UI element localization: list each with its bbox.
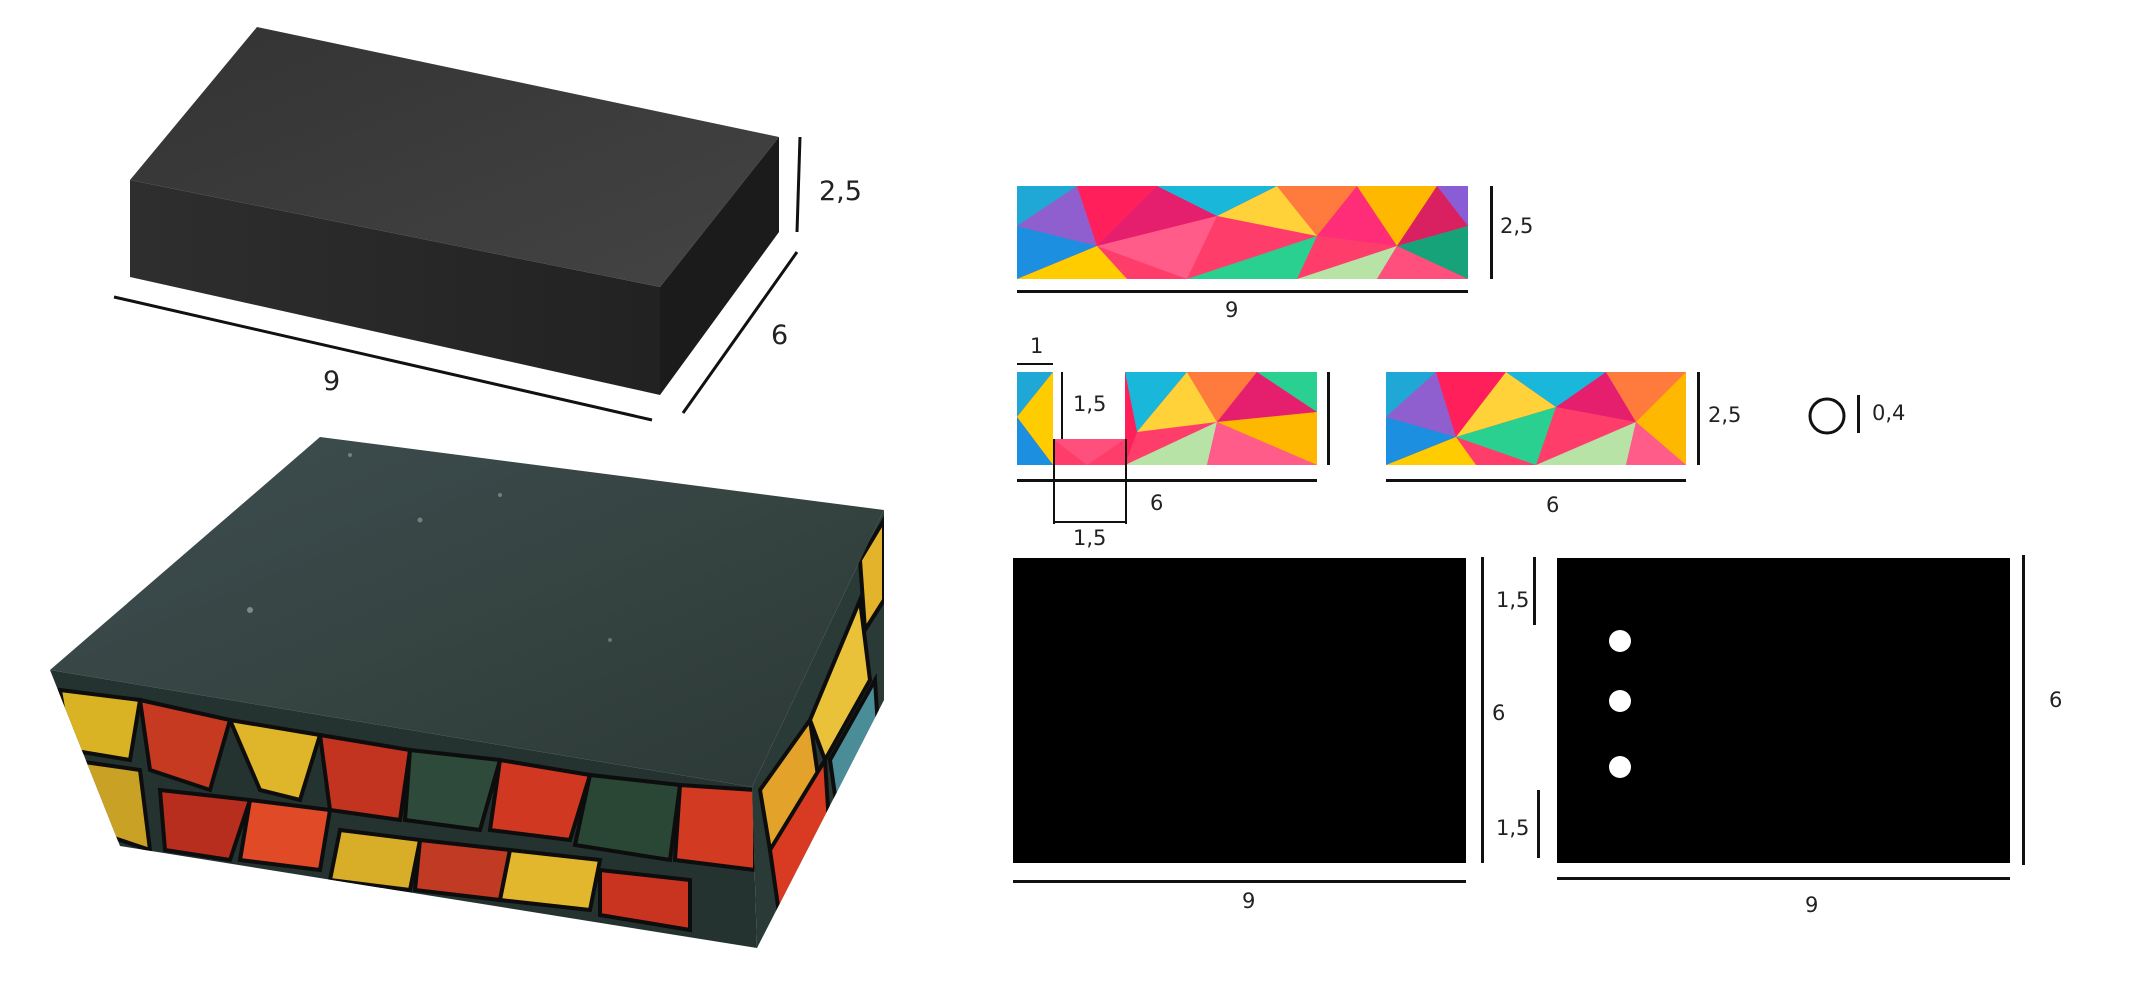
panel-hole-3 [1609,756,1631,778]
plain-strip-height-line [1697,372,1700,465]
long-strip-height-label: 2,5 [1500,214,1534,238]
notched-strip-pattern [1017,372,1317,465]
notch-top-width-label: 1 [1030,334,1044,358]
left-panel-top-margin-line [1533,557,1536,625]
notch-width-line [1053,521,1125,523]
box-side-face [660,137,779,395]
left-panel-height-line [1481,557,1484,863]
box-width-label: 6 [771,320,789,351]
right-panel [1557,558,2010,863]
notch-width-label: 1,5 [1073,526,1107,550]
plain-strip-length-label: 6 [1546,493,1560,517]
box-width-dim-line [681,251,799,414]
notch-top-width-line [1017,363,1053,365]
photo-box-top [50,437,884,787]
notch-depth-line [1061,372,1063,439]
long-strip-length-line [1017,290,1468,293]
plain-strip-pattern [1386,372,1686,465]
right-panel-length-label: 9 [1805,893,1819,917]
notch-depth-label: 1,5 [1073,392,1107,416]
left-panel-length-line [1013,880,1466,883]
box-front-face [130,180,660,395]
notched-strip-length-line [1017,479,1317,482]
long-strip-pattern [1017,186,1468,279]
long-strip-height-line [1490,186,1493,279]
box-height-dim-line [795,136,802,233]
hole-circle-icon [1808,397,1846,435]
right-panel-height-label: 6 [2049,688,2063,712]
notched-strip-length-label: 6 [1150,491,1164,515]
panel-hole-1 [1609,630,1631,652]
box-length-label: 9 [323,366,341,397]
right-panel-height-line [2022,555,2025,865]
box-height-label: 2,5 [819,176,862,207]
left-panel [1013,558,1466,863]
long-strip-length-label: 9 [1225,298,1239,322]
plain-strip-height-label: 2,5 [1708,403,1742,427]
left-panel-bottom-margin-label: 1,5 [1496,816,1530,840]
right-panel-length-line [1557,877,2010,880]
left-panel-length-label: 9 [1242,889,1256,913]
box-top-face [130,27,779,287]
box-length-dim-line [113,295,653,422]
notched-strip-end-line [1327,372,1330,465]
panel-hole-2 [1609,690,1631,712]
left-panel-height-label: 6 [1492,701,1506,725]
hole-diameter-label: 0,4 [1872,401,1906,425]
plain-strip-length-line [1386,479,1686,482]
left-panel-bottom-margin-line [1537,790,1540,858]
left-panel-top-margin-label: 1,5 [1496,588,1530,612]
hole-diameter-line [1857,395,1860,433]
